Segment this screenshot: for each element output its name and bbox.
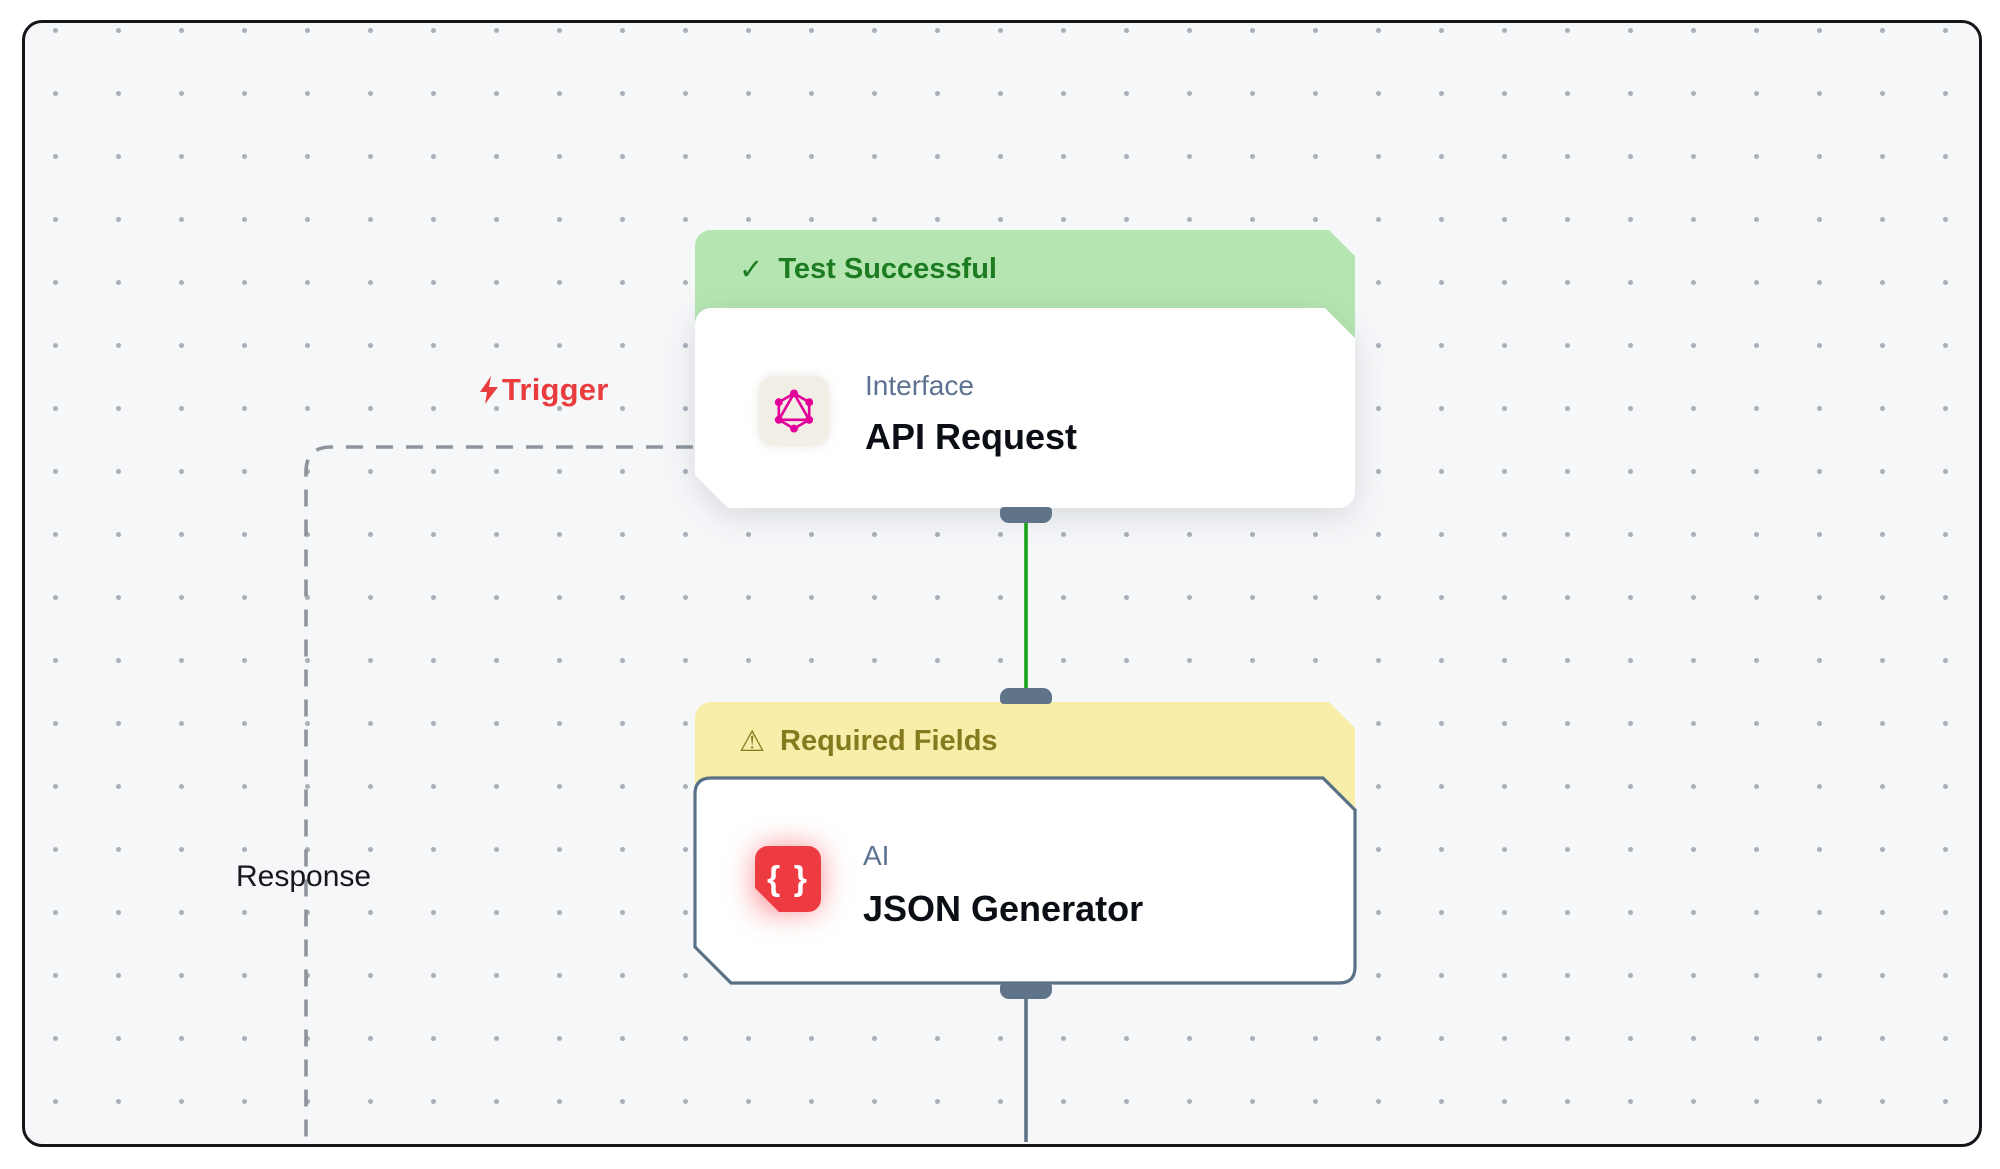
trigger-label: Trigger xyxy=(477,372,608,408)
node-title: JSON Generator xyxy=(863,888,1144,929)
edge-trigger-response-loop[interactable] xyxy=(304,445,693,1139)
node-category: AI xyxy=(863,840,890,871)
node-json-generator[interactable]: { } AI JSON Generator ⚠ Required Fields xyxy=(693,688,1357,1002)
workflow-canvas[interactable] xyxy=(22,20,1982,1147)
status-text: Test Successful xyxy=(778,252,997,285)
node-card-json-generator[interactable]: { } AI JSON Generator xyxy=(693,776,1357,985)
trigger-label-text: Trigger xyxy=(502,372,609,407)
lightning-bolt-icon xyxy=(480,376,498,404)
port-json-output[interactable] xyxy=(1000,983,1052,999)
check-icon: ✓ xyxy=(739,253,764,286)
port-api-output[interactable] xyxy=(1000,507,1052,523)
node-category: Interface xyxy=(865,370,974,401)
json-braces-icon: { } xyxy=(755,846,821,912)
node-title: API Request xyxy=(865,416,1078,457)
card-outline xyxy=(693,776,1357,985)
status-text: Required Fields xyxy=(780,724,998,757)
node-api-request[interactable]: Interface API Request ✓ Test Successful xyxy=(695,230,1355,525)
braces-glyph: { } xyxy=(767,859,809,898)
node-icon-tile xyxy=(759,376,829,446)
graphql-icon xyxy=(772,389,816,433)
response-label: Response xyxy=(236,860,372,893)
node-card-api-request[interactable]: Interface API Request xyxy=(695,308,1355,508)
warning-icon: ⚠ xyxy=(739,725,765,758)
port-json-input[interactable] xyxy=(1000,688,1052,704)
